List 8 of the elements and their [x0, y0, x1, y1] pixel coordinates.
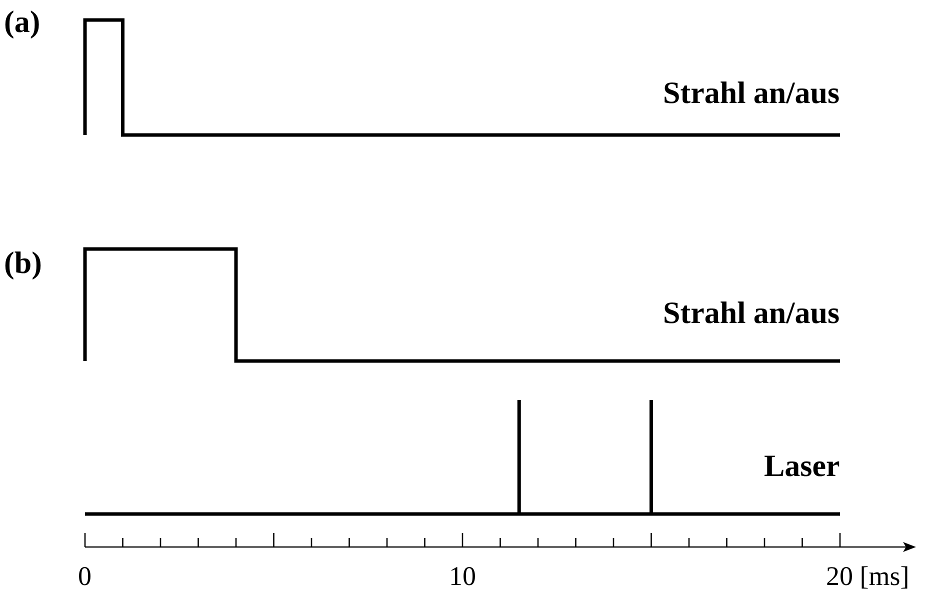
- tick-label: 10: [449, 563, 476, 590]
- panel-label: (a): [4, 6, 40, 37]
- panel-label: (b): [4, 247, 42, 278]
- signal-label: Laser: [764, 450, 840, 481]
- signal-label: Strahl an/aus: [663, 297, 840, 328]
- tick-label: 0: [78, 563, 92, 590]
- tick-label: 20 [ms]: [826, 563, 910, 590]
- signal-label: Strahl an/aus: [663, 77, 840, 108]
